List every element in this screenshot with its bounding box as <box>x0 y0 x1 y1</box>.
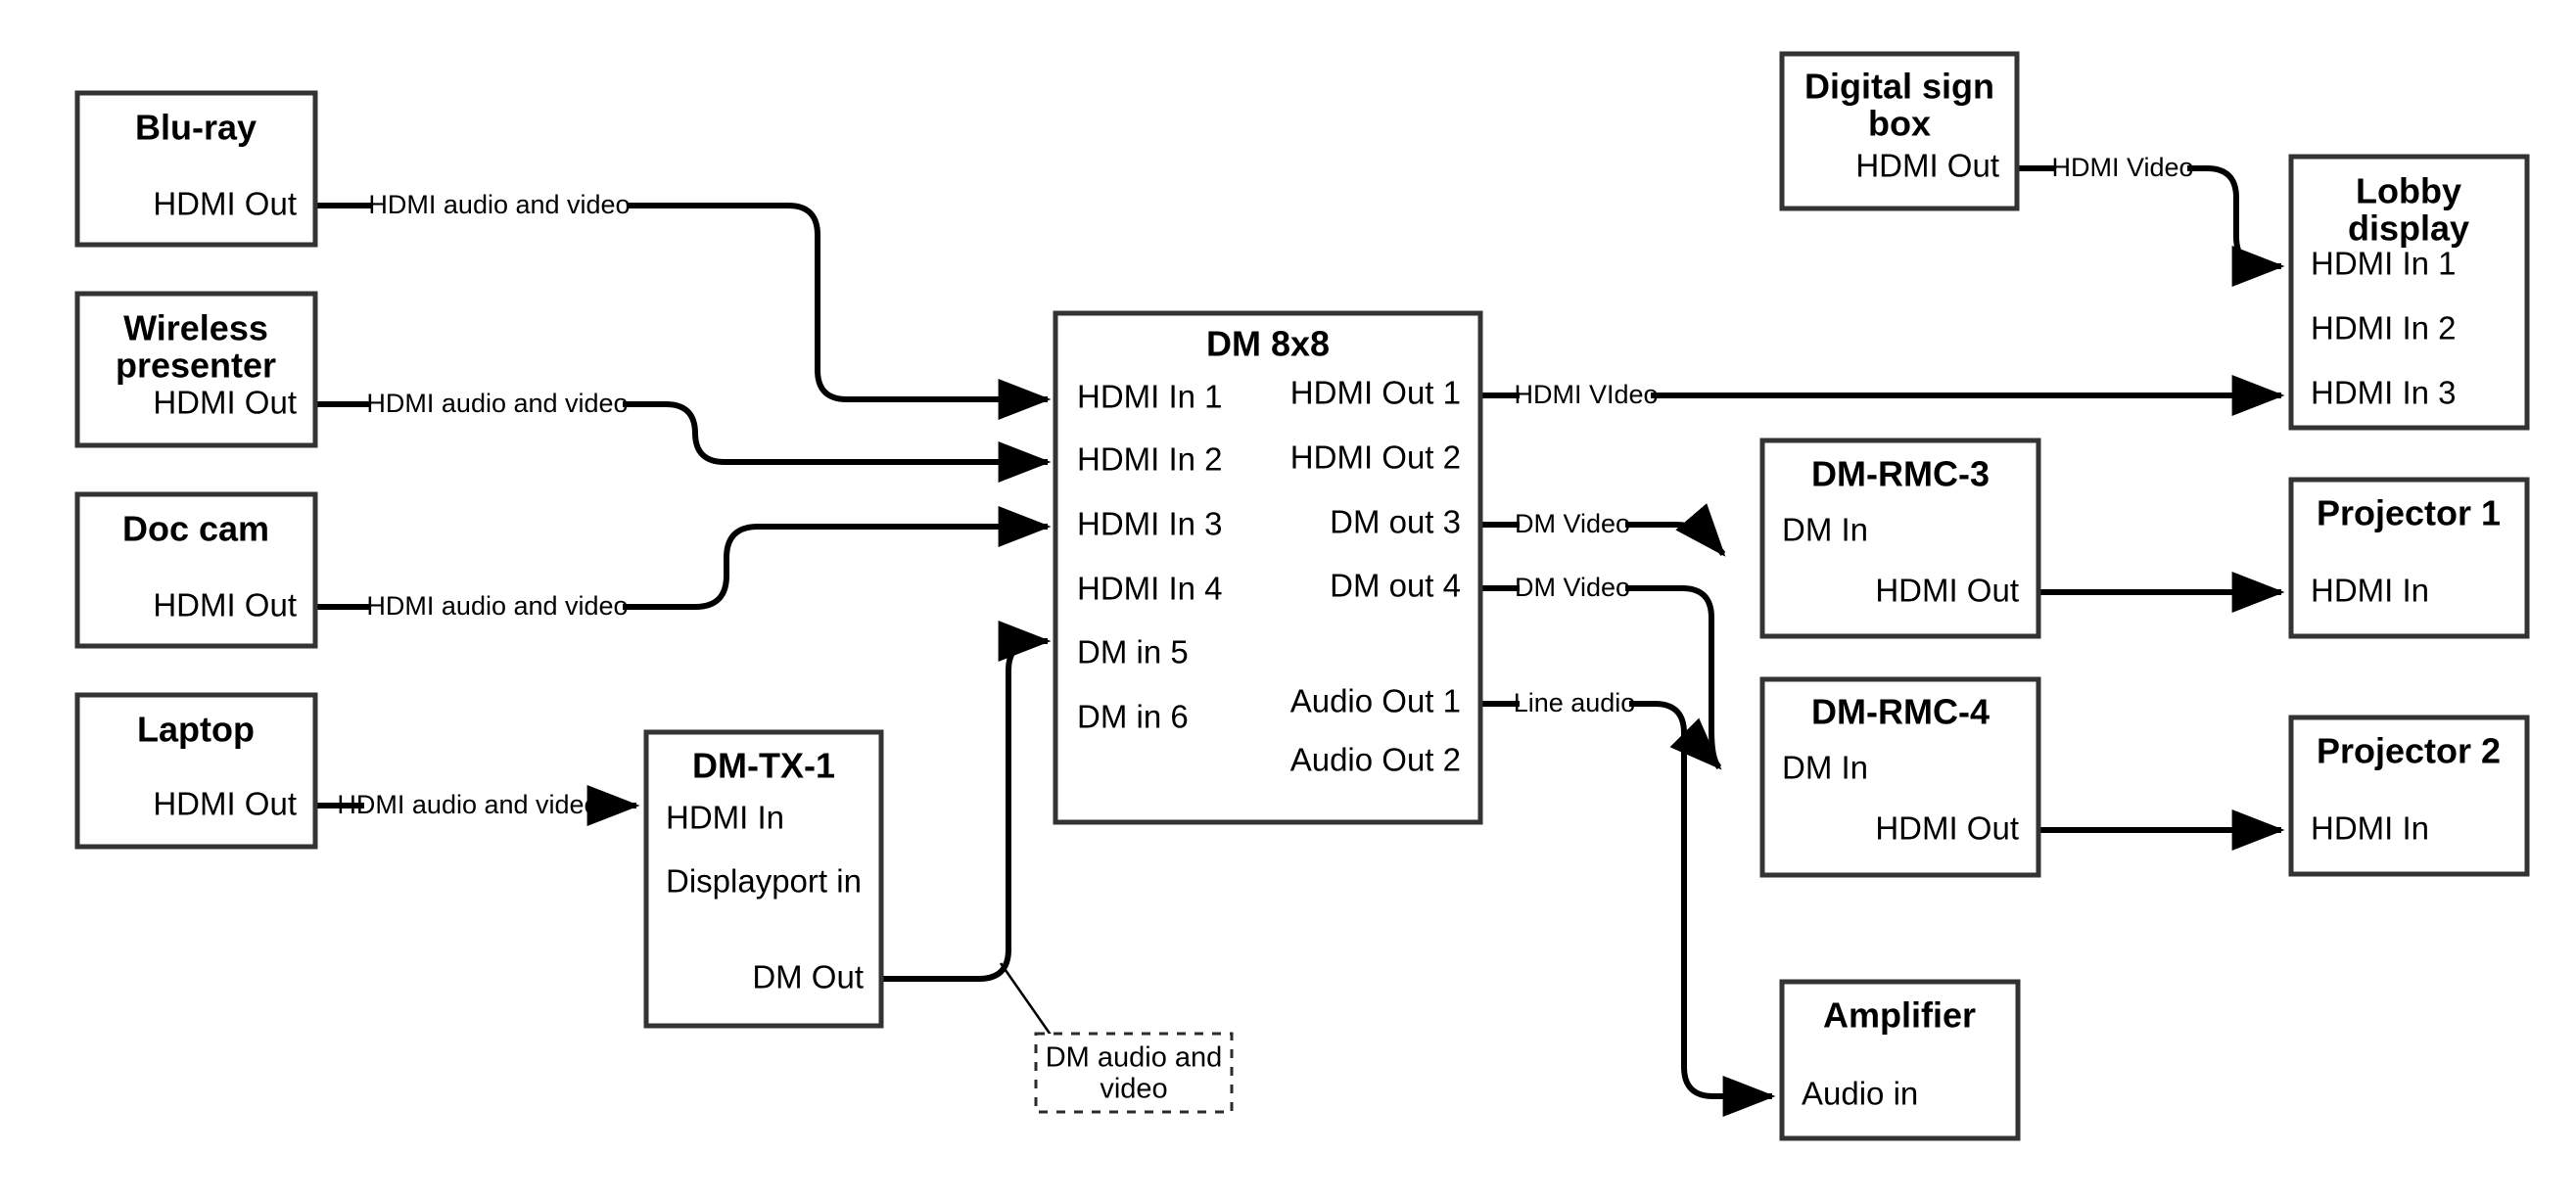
edge-label-bluray: HDMI audio and video <box>368 190 630 219</box>
port-dm-rmc-4-hdmi-out: HDMI Out <box>1875 810 2019 847</box>
note-dm-audio-and-video-box <box>1034 1032 1234 1114</box>
port-digital-sign-box-hdmi-out: HDMI Out <box>1855 148 1999 184</box>
edge-label-hdmi-video-out1: HDMI VIdeo <box>1514 380 1658 409</box>
port-dm-8x8-hdmi-in-4: HDMI In 4 <box>1077 571 1223 607</box>
node-projector-2-title: Projector 2 <box>2317 731 2501 771</box>
node-lobby-display-title-line2: display <box>2348 208 2469 249</box>
note-dm-audio-and-video-line2: video <box>1100 1074 1167 1105</box>
node-amplifier-title: Amplifier <box>1823 995 1976 1036</box>
node-digital-sign-box-title-line2: box <box>1868 104 1931 144</box>
node-dm-rmc-3[interactable]: DM-RMC-3 DM In HDMI Out <box>1759 438 2041 639</box>
node-dm-rmc-4-box[interactable] <box>1759 676 2041 878</box>
port-wireless-presenter-hdmi-out: HDMI Out <box>153 385 297 421</box>
edge-label-dm-video-4: DM Video <box>1515 573 1630 602</box>
edge-label-laptop: HDMI audio and video <box>337 790 598 819</box>
port-dm-8x8-hdmi-out-1: HDMI Out 1 <box>1290 375 1461 411</box>
edge-dm8x8-to-rmc3: DM Video <box>1480 503 1726 557</box>
edge-dm8x8-to-lobby3: HDMI VIdeo <box>1480 375 2285 416</box>
node-bluray[interactable]: Blu-ray HDMI Out <box>74 90 318 248</box>
port-lobby-display-hdmi-in-1: HDMI In 1 <box>2311 246 2457 282</box>
port-dm-rmc-4-dm-in: DM In <box>1782 750 1868 786</box>
note-dm-audio-and-video: DM audio and video <box>1034 1032 1234 1114</box>
port-dm-tx-1-hdmi-in: HDMI In <box>666 800 784 836</box>
edge-label-doccam: HDMI audio and video <box>366 591 628 621</box>
port-dm-8x8-dm-in-6: DM in 6 <box>1077 699 1189 735</box>
port-dm-rmc-3-dm-in: DM In <box>1782 512 1868 548</box>
port-dm-8x8-hdmi-out-2: HDMI Out 2 <box>1290 439 1461 476</box>
port-dm-rmc-3-hdmi-out: HDMI Out <box>1875 573 2019 609</box>
port-lobby-display-hdmi-in-2: HDMI In 2 <box>2311 310 2457 346</box>
node-wireless-presenter-box[interactable] <box>74 291 318 448</box>
edge-sign-to-lobby: HDMI Video <box>2017 153 2285 287</box>
node-dm-tx-1-box[interactable] <box>643 729 884 1029</box>
node-projector-1-box[interactable] <box>2288 477 2530 639</box>
node-lobby-display-box[interactable] <box>2288 154 2530 431</box>
node-laptop[interactable]: Laptop HDMI Out <box>74 692 318 850</box>
node-bluray-title: Blu-ray <box>135 108 257 148</box>
node-dm-rmc-4-title: DM-RMC-4 <box>1811 692 1990 732</box>
edge-label-line-audio: Line audio <box>1514 688 1636 717</box>
port-dm-8x8-dm-in-5: DM in 5 <box>1077 634 1189 670</box>
node-wireless-presenter[interactable]: Wireless presenter HDMI Out <box>74 291 318 448</box>
node-projector-2-box[interactable] <box>2288 715 2530 877</box>
port-dm-8x8-audio-out-1: Audio Out 1 <box>1290 683 1461 719</box>
node-laptop-title: Laptop <box>137 710 255 750</box>
node-dm-tx-1-title: DM-TX-1 <box>692 746 835 786</box>
node-lobby-display[interactable]: Lobby display HDMI In 1 HDMI In 2 HDMI I… <box>2288 154 2530 431</box>
node-amplifier[interactable]: Amplifier Audio in <box>1779 979 2021 1141</box>
node-projector-1[interactable]: Projector 1 HDMI In <box>2288 477 2530 639</box>
port-amplifier-audio-in: Audio in <box>1802 1076 1918 1112</box>
port-dm-tx-1-dm-out: DM Out <box>752 959 864 995</box>
edge-label-wireless: HDMI audio and video <box>366 389 628 418</box>
edge-label-sign: HDMI Video <box>2051 153 2193 182</box>
node-wireless-presenter-title-line1: Wireless <box>123 308 268 348</box>
note-dm-audio-and-video-line1: DM audio and <box>1046 1042 1223 1074</box>
node-dm-8x8-box[interactable] <box>1053 310 1483 825</box>
node-dm-rmc-4[interactable]: DM-RMC-4 DM In HDMI Out <box>1759 676 2041 878</box>
node-digital-sign-box-title-line1: Digital sign <box>1804 67 1994 107</box>
port-lobby-display-hdmi-in-3: HDMI In 3 <box>2311 375 2457 411</box>
port-projector-1-hdmi-in: HDMI In <box>2311 573 2429 609</box>
node-digital-sign-box-box[interactable] <box>1779 51 2020 211</box>
node-doc-cam[interactable]: Doc cam HDMI Out <box>74 491 318 649</box>
port-bluray-hdmi-out: HDMI Out <box>153 186 297 222</box>
node-doc-cam-title: Doc cam <box>122 509 269 549</box>
edge-dm8x8-to-rmc4: DM Video <box>1480 573 1722 770</box>
node-lobby-display-title-line1: Lobby <box>2356 171 2461 211</box>
node-digital-sign-box[interactable]: Digital sign box HDMI Out <box>1779 51 2020 211</box>
node-projector-2[interactable]: Projector 2 HDMI In <box>2288 715 2530 877</box>
node-doc-cam-box[interactable] <box>74 491 318 649</box>
port-dm-8x8-audio-out-2: Audio Out 2 <box>1290 742 1461 778</box>
node-dm-8x8-title: DM 8x8 <box>1206 324 1330 364</box>
edge-dmtx1-to-dm8x8 <box>881 621 1054 1039</box>
node-dm-rmc-3-title: DM-RMC-3 <box>1811 454 1990 494</box>
node-laptop-box[interactable] <box>74 692 318 850</box>
port-projector-2-hdmi-in: HDMI In <box>2311 810 2429 847</box>
port-dm-8x8-hdmi-in-3: HDMI In 3 <box>1077 506 1223 542</box>
node-wireless-presenter-title-line2: presenter <box>116 346 276 386</box>
port-dm-8x8-hdmi-in-1: HDMI In 1 <box>1077 379 1223 415</box>
node-dm-tx-1[interactable]: DM-TX-1 HDMI In Displayport in DM Out <box>643 729 884 1029</box>
port-laptop-hdmi-out: HDMI Out <box>153 786 297 822</box>
port-dm-8x8-dm-out-3: DM out 3 <box>1330 504 1461 540</box>
edge-laptop-to-dmtx1: HDMI audio and video <box>315 785 640 826</box>
port-dm-8x8-hdmi-in-2: HDMI In 2 <box>1077 441 1223 478</box>
node-projector-1-title: Projector 1 <box>2317 493 2501 533</box>
edge-wireless-to-dm8x8: HDMI audio and video <box>315 389 1052 483</box>
node-dm-rmc-3-box[interactable] <box>1759 438 2041 639</box>
edge-bluray-to-dm8x8: HDMI audio and video <box>315 190 1052 420</box>
node-bluray-box[interactable] <box>74 90 318 248</box>
node-amplifier-box[interactable] <box>1779 979 2021 1141</box>
port-doc-cam-hdmi-out: HDMI Out <box>153 587 297 624</box>
node-dm-8x8[interactable]: DM 8x8 HDMI In 1 HDMI In 2 HDMI In 3 HDM… <box>1053 310 1483 825</box>
port-dm-tx-1-displayport-in: Displayport in <box>666 863 862 900</box>
port-dm-8x8-dm-out-4: DM out 4 <box>1330 568 1461 604</box>
edge-doccam-to-dm8x8: HDMI audio and video <box>315 506 1052 621</box>
edge-dm8x8-to-amp: Line audio <box>1480 688 1776 1117</box>
edge-label-dm-video-3: DM Video <box>1515 509 1630 538</box>
